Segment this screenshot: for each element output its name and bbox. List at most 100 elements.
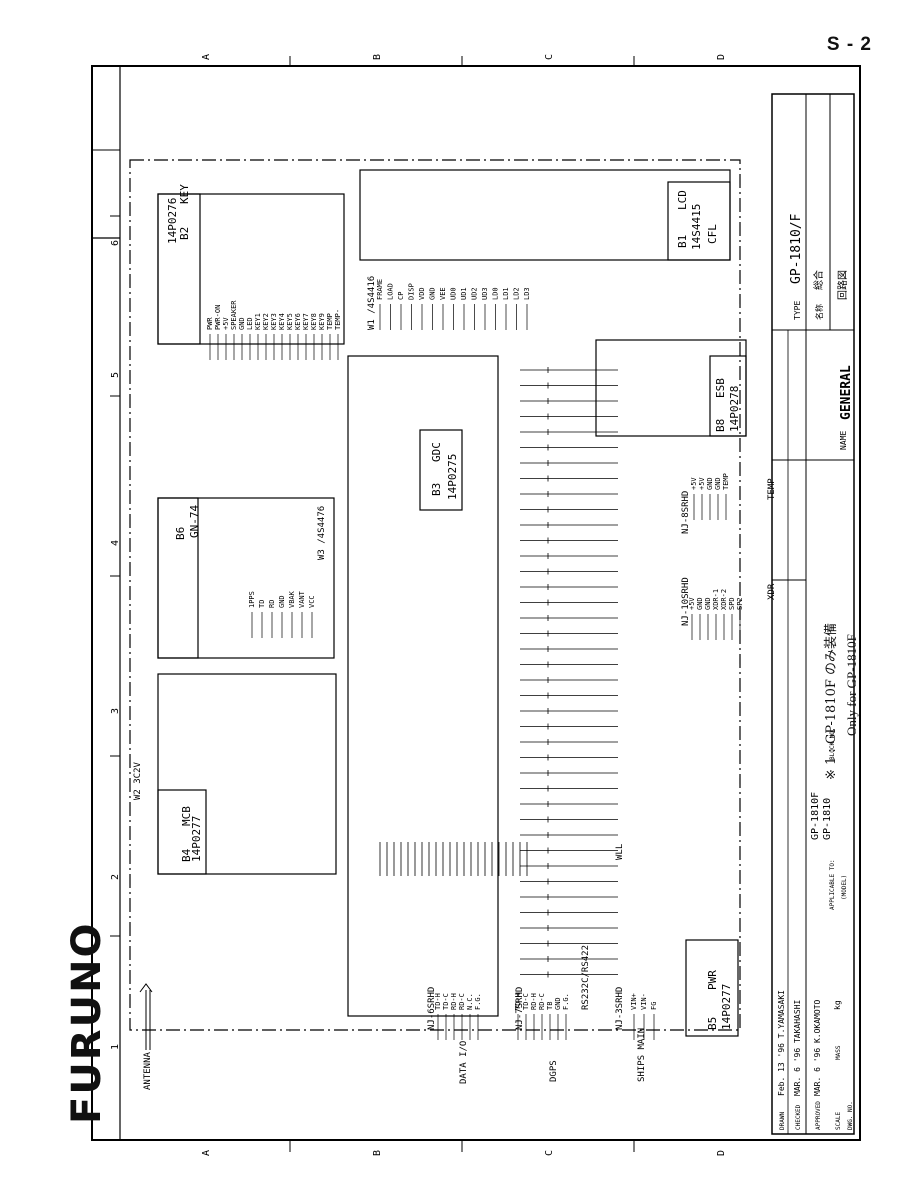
data-io-label: DATA I/O [459, 1041, 469, 1084]
conn-nh10-label: NJ-10SRHD [681, 577, 691, 626]
key-pin-label: +5V [222, 317, 230, 330]
lcd-pin-label: LD3 [523, 287, 531, 300]
conn-nh6-label: NJ-6SRHD [427, 987, 437, 1030]
dgps-pin-label: TD-H [514, 993, 522, 1010]
temp-pin-label: TEMP [722, 473, 730, 490]
gn-pin-label: RD [268, 600, 276, 608]
lcd-pin-label: CP [397, 292, 405, 300]
b4-name: MCB [180, 806, 193, 826]
lcd-pin-label: LD1 [502, 287, 510, 300]
key-pin-label: KEY4 [278, 313, 286, 330]
gn-pin-label: 1PPS [248, 591, 256, 608]
lcd-pin-label: UD1 [460, 287, 468, 300]
tb-dwg-label: DWG. NO. [847, 1101, 854, 1130]
b2-part: 14P0276 [166, 198, 179, 244]
conn-nh7-label: NJ-7SRHD [515, 987, 525, 1030]
lcd-pin-label: VEE [439, 287, 447, 300]
dgps-pin-label: TD-C [522, 993, 530, 1010]
b5-name: PWR [706, 970, 719, 990]
dataio-pin-label: TD-C [442, 993, 450, 1010]
dgps-pin-label: RD-C [538, 993, 546, 1010]
tb-model-label: (MODEL) [841, 875, 848, 900]
lcd-pin-label: DISP [408, 283, 416, 300]
b6-name: GN-74 [188, 505, 201, 538]
b8-part: 14P0278 [728, 386, 741, 432]
title-block [771, 93, 855, 1135]
footnote-en: Only for GP-1810F [844, 634, 859, 736]
unit-enclosure [129, 159, 741, 1031]
zone-number: 1 [110, 1044, 121, 1050]
conn-nh8-label: NJ-8SRHD [681, 491, 691, 534]
footnote: ※ 1 : GP-1810F のみ装備 Only for GP-1810F [800, 540, 870, 780]
cable-w2-label: W2 3C2V [133, 761, 143, 800]
key-pin-label: KEY9 [318, 313, 326, 330]
xdr-pin-label: SPD [728, 597, 736, 610]
key-pin-label: LED [246, 317, 254, 330]
key-pin-label: KEY5 [286, 313, 294, 330]
b1-part: 14S4415 [690, 204, 703, 250]
tb-checked-value: MAR. 6 '96 TAKAHASHI [793, 999, 802, 1096]
power-pin-label: VIN- [640, 993, 648, 1010]
board-b6-gn [157, 497, 335, 659]
dgps-pin-label: F.G. [562, 993, 570, 1010]
zone-number: 5 [110, 372, 121, 378]
b3-name: GDC [430, 442, 443, 462]
gn-pin-label: VCC [308, 595, 316, 608]
xdr-pin-label: GND [696, 597, 704, 610]
tb-drawn-value: Feb. 13 '96 T.YAMASAKI [777, 990, 786, 1096]
gn-pin-label: TD [258, 600, 266, 608]
tb-mass-unit: kg [833, 1000, 842, 1010]
b3-part: 14P0275 [446, 454, 459, 500]
tb-mass-label: MASS [835, 1045, 842, 1060]
zone-number: 3 [110, 708, 121, 714]
zone-letter-top: A [201, 54, 212, 60]
antenna-icon [139, 983, 153, 1050]
dataio-pin-label: F.G. [474, 993, 482, 1010]
antenna-label: ANTENNA [143, 1051, 153, 1090]
key-pin-label: KEY3 [270, 313, 278, 330]
b4-label: B4 [180, 848, 193, 862]
tb-approved-label: APPROVED [815, 1101, 822, 1130]
tb-drawing-jp: 回路図 [836, 270, 849, 300]
b4-part: 14P0277 [190, 816, 203, 862]
zone-letter-top: D [716, 54, 727, 60]
logo-text: FURUNO [64, 921, 110, 1124]
tb-approved-value: MAR. 6 '96 K.OKAMOTO [813, 999, 822, 1096]
tb-scale-label: SCALE [835, 1112, 842, 1130]
key-pin-label: PWR-ON [214, 305, 222, 330]
zone-number: 2 [110, 874, 121, 880]
key-pin-label: GND [238, 317, 246, 330]
zone-number: 4 [110, 540, 121, 546]
cable-w1-label: W1 /4S4416 [367, 276, 377, 330]
xdr-pin-label: +5V [688, 597, 696, 610]
xdr-pin-label: XDR-1 [712, 589, 720, 610]
b5-label: B5 [706, 1017, 719, 1030]
b2-name: KEY [178, 184, 191, 204]
gn-pin-label: GND [278, 595, 286, 608]
tb-name-value: GENERAL [839, 365, 854, 420]
tb-drawn-label: DRAWN [779, 1112, 786, 1130]
tb-name-label: NAME [839, 431, 848, 450]
key-pin-label: TEMP [326, 313, 334, 330]
lcd-pin-label: FRAME [376, 279, 384, 300]
page-number: S - 2 [826, 34, 872, 55]
zone-letter-bottom: B [372, 1150, 383, 1156]
key-pin-label: KEY8 [310, 313, 318, 330]
board-b3-gdc [347, 355, 499, 1017]
board-b5-pwr [685, 939, 739, 1037]
power-pin-label: FG [650, 1002, 658, 1010]
tb-applicable-value-1: GP-1810F [810, 792, 821, 840]
lcd-pin-label: LD0 [492, 287, 500, 300]
power-pin-label: VIN+ [630, 993, 638, 1010]
b1-sub: CFL [706, 224, 719, 244]
wll-label: WLL [615, 844, 625, 860]
drawing-frame [119, 65, 861, 1141]
tb-type-label: TYPE [793, 301, 802, 320]
dataio-pin-label: RD-H [450, 993, 458, 1010]
dataio-pin-label: TD-H [434, 993, 442, 1010]
dgps-pin-label: RD-H [530, 993, 538, 1010]
b3-label: B3 [430, 483, 443, 496]
lcd-pin-label: UD3 [481, 287, 489, 300]
dataio-pin-label: RD-C [458, 993, 466, 1010]
